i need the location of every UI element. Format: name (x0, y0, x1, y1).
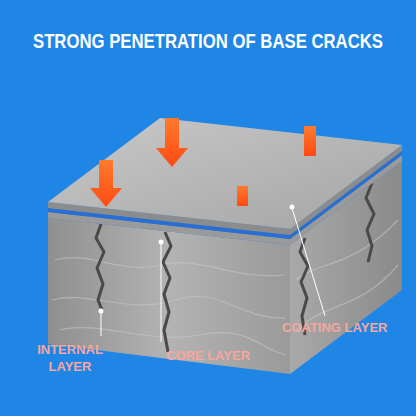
pressure-arrow (90, 118, 316, 207)
title: STRONG PENETRATION OF BASE CRACKS (33, 30, 383, 53)
layer-label: COATING LAYER (282, 320, 387, 337)
layer-label: CORE LAYER (166, 348, 250, 365)
layer-label: INTERNAL LAYER (30, 342, 110, 376)
concrete-texture (52, 220, 398, 355)
coating-surface (48, 118, 402, 229)
